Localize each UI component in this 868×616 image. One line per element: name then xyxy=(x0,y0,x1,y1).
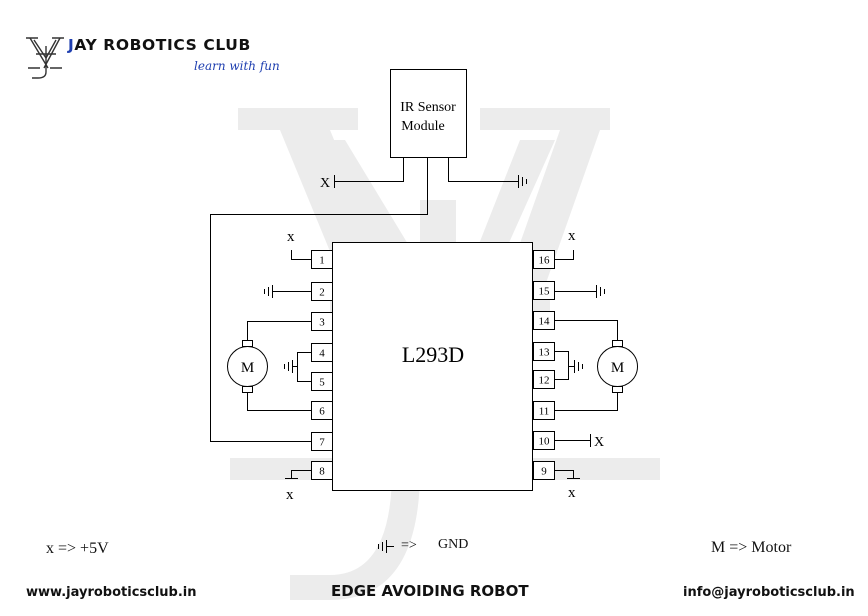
sensor-label-line1: IR Sensor xyxy=(400,100,456,115)
x-label-sensor: X xyxy=(320,176,330,191)
brand-tagline: learn with fun xyxy=(194,59,280,73)
pin-label-10: 10 xyxy=(539,436,551,448)
motor-right xyxy=(597,340,638,393)
ir-sensor-box xyxy=(390,69,467,158)
pin-label-11: 11 xyxy=(539,406,550,418)
pin-box-2 xyxy=(311,282,333,301)
pin-box-5 xyxy=(311,372,333,391)
pin-box-1 xyxy=(311,250,333,269)
x-label-pin1: x xyxy=(287,229,295,245)
x-label-pin8: x xyxy=(286,487,294,503)
pin-label-2: 2 xyxy=(319,287,325,299)
brand-name: JAY ROBOTICS CLUB xyxy=(68,36,251,54)
pin-label-16: 16 xyxy=(539,255,551,267)
motor-left xyxy=(227,340,268,393)
footer-title: EDGE AVOIDING ROBOT xyxy=(331,582,529,600)
x-label-pin16: x xyxy=(568,228,576,244)
pin-label-4: 4 xyxy=(319,348,325,360)
pin-label-14: 14 xyxy=(539,316,551,328)
pin-label-3: 3 xyxy=(319,317,325,329)
pin-label-5: 5 xyxy=(319,377,325,389)
brand-name-accent: J xyxy=(68,36,75,54)
footer-website: www.jayroboticsclub.in xyxy=(26,585,197,600)
jay-logo-icon xyxy=(26,37,64,79)
pin-label-1: 1 xyxy=(319,255,325,267)
pin-label-7: 7 xyxy=(319,437,325,449)
pin-box-3 xyxy=(311,312,333,331)
pin-box-15 xyxy=(533,281,555,300)
motor-left-symbol: M xyxy=(241,360,254,376)
pin-label-12: 12 xyxy=(539,375,550,387)
legend-gnd-arrow: => xyxy=(401,538,417,553)
motor-right-symbol: M xyxy=(611,360,624,376)
pin-box-4 xyxy=(311,343,333,362)
l293d-ic-body xyxy=(332,242,533,491)
pin-box-6 xyxy=(311,401,333,420)
pin-label-6: 6 xyxy=(319,406,325,418)
pin-label-13: 13 xyxy=(539,347,551,359)
legend-x-definition: x => +5V xyxy=(46,540,109,557)
x-label-pin10: X xyxy=(594,435,604,450)
sensor-label-line2: Module xyxy=(401,119,445,134)
brand-name-rest: AY ROBOTICS CLUB xyxy=(74,36,251,54)
ground-symbols xyxy=(264,175,605,553)
brand-header: JAY ROBOTICS CLUB learn with fun xyxy=(24,30,284,80)
pin-box-8 xyxy=(311,461,333,480)
pin-label-15: 15 xyxy=(539,286,551,298)
pin-label-8: 8 xyxy=(319,466,325,478)
pin-box-7 xyxy=(311,432,333,451)
legend-motor-definition: M => Motor xyxy=(711,539,792,556)
pin-label-9: 9 xyxy=(541,466,547,478)
x-label-pin9: x xyxy=(568,485,576,501)
legend-gnd-label: GND xyxy=(438,537,469,552)
footer-email: info@jayroboticsclub.in xyxy=(683,585,855,600)
ic-label: L293D xyxy=(402,342,464,367)
